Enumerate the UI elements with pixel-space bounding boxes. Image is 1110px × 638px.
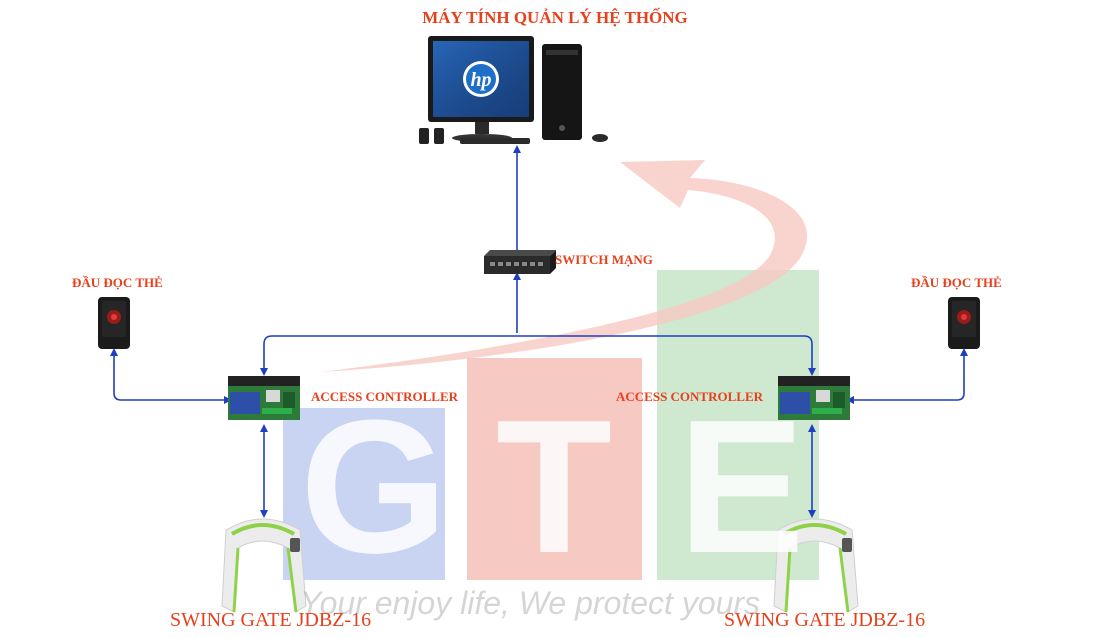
connection-lines (110, 145, 968, 518)
arrow-gate-left-up-icon (260, 424, 268, 432)
network-switch-icon (484, 250, 556, 274)
controller-right-label: ACCESS CONTROLLER (616, 389, 764, 404)
controller-left-label: ACCESS CONTROLLER (311, 389, 459, 404)
access-controller-right-icon (778, 376, 850, 420)
arrow-gate-left-down-icon (260, 510, 268, 518)
watermark-letter-g: G (300, 381, 448, 593)
watermark-block-blue (283, 408, 445, 580)
gate-right-label: SWING GATE JDBZ-16 (724, 609, 926, 631)
line-reader-right (852, 352, 965, 401)
card-reader-left-icon (98, 297, 130, 349)
arrow-to-reader-right-icon (960, 348, 968, 356)
arrow-to-reader-left-icon (110, 348, 118, 356)
arrow-to-switch-icon (513, 272, 521, 280)
arrow-gate-right-up-icon (808, 424, 816, 432)
watermark-letter-e: E (678, 381, 805, 593)
swing-gate-right-icon (773, 518, 859, 613)
access-controller-left-icon (228, 376, 300, 420)
gate-left-label: SWING GATE JDBZ-16 (170, 609, 372, 631)
watermark-letter-t: T (496, 381, 613, 593)
line-reader-left (113, 352, 226, 401)
watermark-slogan: Your enjoy life, We protect yours (300, 585, 761, 621)
desktop-computer-icon (419, 36, 608, 144)
arrow-to-controller-left-icon (260, 368, 268, 376)
pc-label: MÁY TÍNH QUẢN LÝ HỆ THỐNG (422, 8, 688, 27)
pc-logo: hp (470, 69, 491, 91)
switch-label: SWITCH MẠNG (555, 252, 653, 267)
arrow-to-controller-right-icon (808, 368, 816, 376)
line-bus (263, 275, 813, 372)
swing-gate-left-icon (221, 518, 307, 613)
reader-right-label: ĐẦU ĐỌC THẺ (911, 275, 1002, 290)
reader-left-label: ĐẦU ĐỌC THẺ (72, 275, 163, 290)
card-reader-right-icon (948, 297, 980, 349)
arrow-gate-right-down-icon (808, 510, 816, 518)
watermark-block-red (467, 358, 642, 580)
arrow-to-pc-icon (513, 145, 521, 153)
